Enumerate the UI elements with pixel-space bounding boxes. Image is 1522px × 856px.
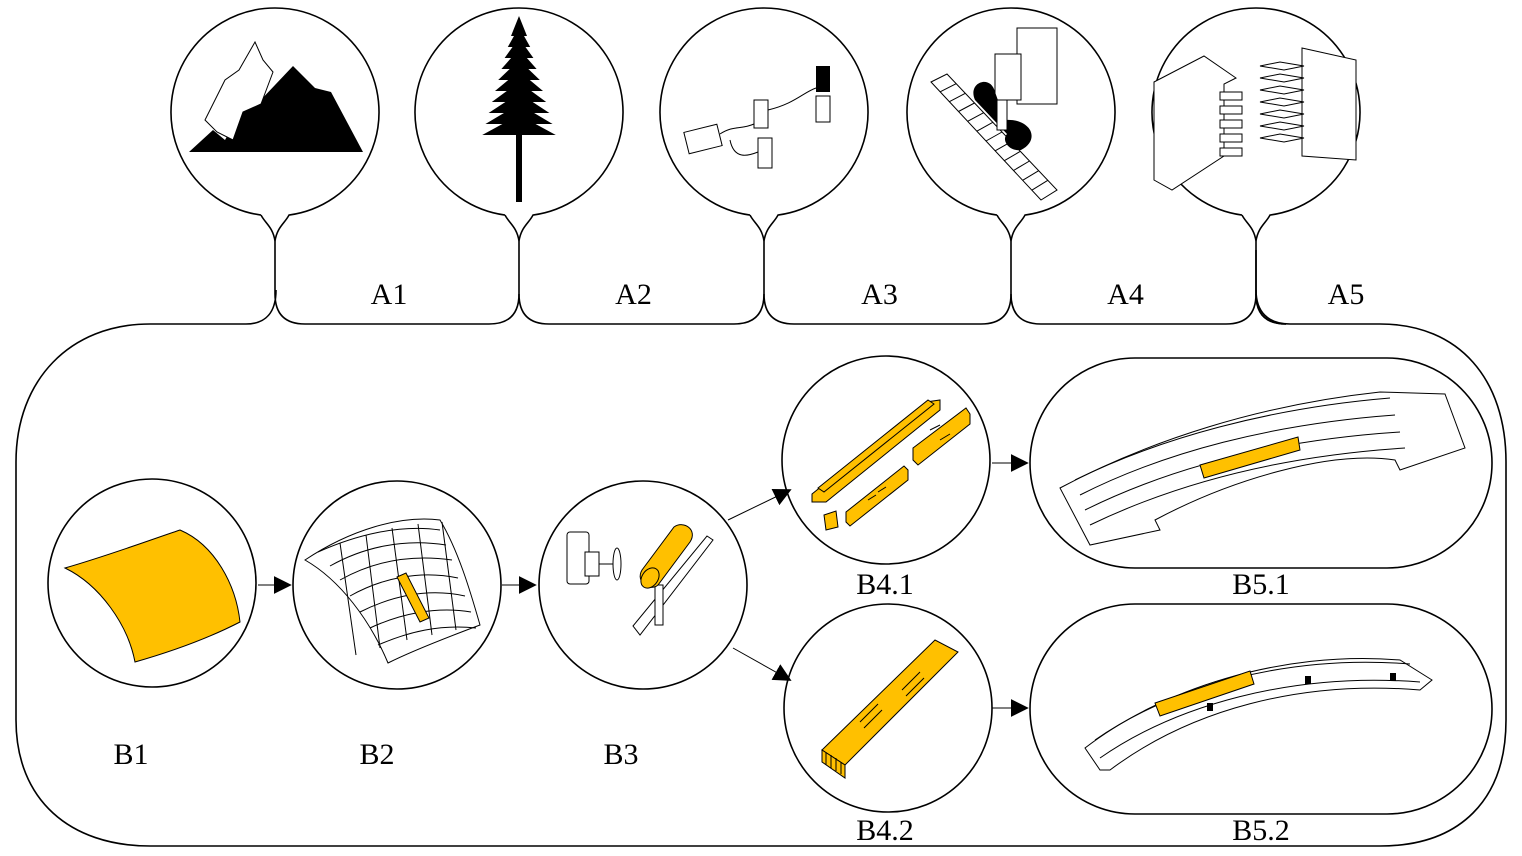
arrow-b3-b41 — [727, 488, 792, 521]
stage-b1: B1 — [47, 478, 257, 771]
glulam-beam-icon — [821, 639, 959, 779]
stage-a1-tab — [274, 241, 520, 325]
stage-a5-tab-end — [1255, 250, 1287, 325]
stage-b3-label: B3 — [603, 738, 638, 771]
stage-a-bubbles: A1 A2 A3 A4 A5 — [170, 7, 1365, 325]
stage-b2-label: B2 — [359, 738, 394, 771]
sensor-network-icon — [683, 66, 831, 169]
stage-a1-bubble — [170, 7, 380, 242]
stage-a3-label: A3 — [861, 278, 898, 311]
stage-b3-circle — [538, 480, 748, 690]
stage-a4-label: A4 — [1107, 278, 1144, 311]
stage-b2: B2 — [292, 480, 502, 771]
stage-b41-label: B4.1 — [856, 568, 914, 601]
stage-a2-label: A2 — [615, 278, 652, 311]
stage-a1-label: A1 — [371, 278, 408, 311]
mountain-icon — [189, 40, 363, 152]
stage-a3: A3 — [659, 7, 1012, 325]
stage-a3-bubble — [659, 7, 869, 242]
stage-b1-label: B1 — [113, 738, 148, 771]
stage-b51-label: B5.1 — [1232, 568, 1290, 601]
stage-a4: A4 — [906, 7, 1257, 325]
beam-arch-structure-icon — [1084, 657, 1433, 771]
stage-a5: A5 — [1151, 7, 1365, 325]
stage-a2-tab — [518, 241, 765, 325]
cnc-machine-icon — [930, 27, 1058, 201]
stage-b42-label: B4.2 — [856, 814, 914, 847]
stage-b51-frame — [1029, 357, 1493, 569]
stage-b52: B5.2 — [1029, 603, 1493, 847]
plate-components-icon — [811, 399, 971, 531]
stage-b3: B3 — [538, 480, 748, 771]
timber-joint-icon — [1153, 47, 1357, 191]
stage-b1-circle — [47, 478, 257, 688]
stage-a1: A1 — [170, 7, 520, 325]
milling-robot-icon — [566, 524, 714, 636]
stage-a4-tab — [1010, 241, 1257, 325]
stage-a2: A2 — [414, 7, 765, 325]
stage-b51: B5.1 — [1029, 357, 1493, 601]
stage-b52-label: B5.2 — [1232, 814, 1290, 847]
stage-b2-circle — [292, 480, 502, 690]
segmented-shell-icon — [304, 518, 481, 664]
stage-a5-label: A5 — [1328, 278, 1365, 311]
arrow-b3-b42 — [732, 647, 792, 681]
stage-a2-bubble — [414, 7, 624, 242]
curved-surface-icon — [63, 529, 241, 663]
stage-b-container — [15, 289, 1507, 847]
plate-shell-structure-icon — [1059, 391, 1466, 546]
stage-b52-frame — [1029, 603, 1493, 815]
stage-a4-bubble — [906, 7, 1116, 242]
tree-icon — [482, 16, 556, 202]
stage-a3-tab — [763, 241, 1012, 325]
stage-b41: B4.1 — [781, 355, 991, 601]
stage-b42: B4.2 — [783, 603, 993, 847]
stage-b41-circle — [781, 355, 991, 565]
